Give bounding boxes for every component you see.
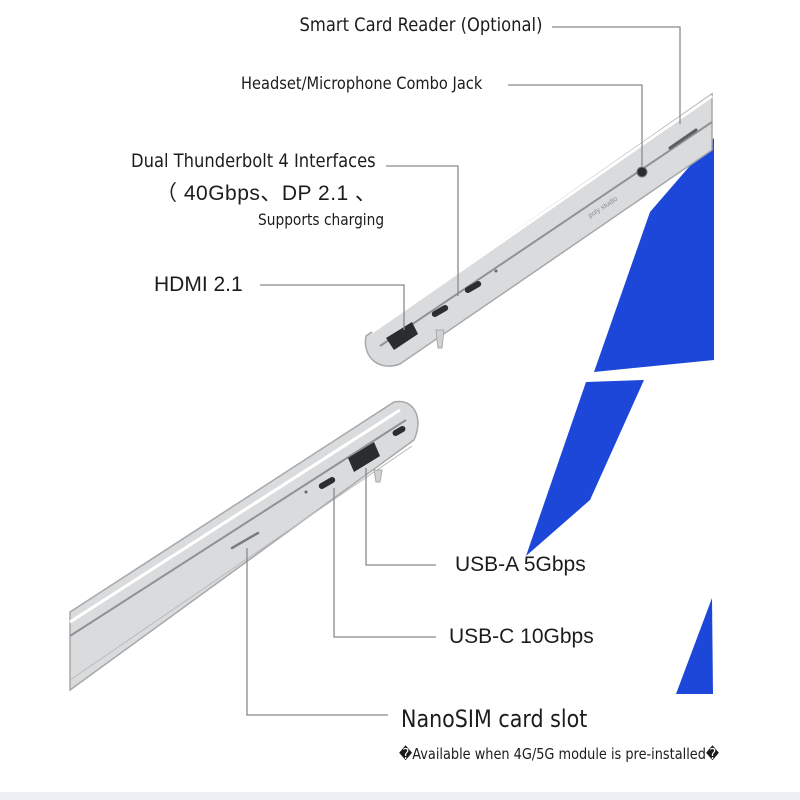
- label-hdmi: HDMI 2.1: [154, 273, 243, 296]
- label-thunderbolt-spec: （ 40Gbps、DP 2.1 、: [156, 182, 377, 205]
- label-usb-c: USB-C 10Gbps: [449, 625, 594, 648]
- label-smart-card-reader: Smart Card Reader (Optional): [299, 14, 542, 36]
- thunderbolt-port-2-icon: [431, 305, 449, 317]
- leader-usb-c: [333, 488, 436, 638]
- label-thunderbolt-title: Dual Thunderbolt 4 Interfaces: [131, 150, 376, 172]
- leader-lines: [246, 26, 681, 716]
- blue-stripe-upper: [594, 138, 714, 372]
- lock-slot-icon: [392, 426, 406, 436]
- usb-c-port-icon: [318, 477, 336, 489]
- bottom-strip: [0, 792, 800, 800]
- chassis-right-highlight: [69, 408, 401, 624]
- led-indicator-icon: [494, 269, 498, 273]
- leader-headset-jack: [508, 84, 643, 166]
- laptop-right-side: [69, 400, 419, 692]
- blue-stripe-lower: [676, 598, 713, 694]
- chassis-right-bottom-line: [69, 445, 413, 681]
- nanosim-slot-icon: [230, 531, 260, 550]
- leader-nanosim: [246, 548, 388, 716]
- blue-stripe-middle: [526, 380, 644, 556]
- hdmi-port-icon: [386, 322, 418, 350]
- chassis-right-seam: [69, 419, 407, 637]
- laptop-foot-right: [373, 469, 383, 483]
- label-usb-a: USB-A 5Gbps: [455, 553, 586, 576]
- led-indicator-right-icon: [304, 490, 308, 494]
- headset-jack-icon: [636, 166, 648, 178]
- chassis-left-seam: [379, 121, 713, 347]
- leader-usb-a: [365, 468, 436, 566]
- usb-a-port-icon: [348, 442, 380, 472]
- leader-hdmi: [260, 284, 405, 330]
- label-headset-jack: Headset/Microphone Combo Jack: [241, 74, 483, 94]
- chassis-left-highlight: [371, 94, 713, 334]
- leader-thunderbolt: [386, 165, 459, 296]
- leader-smart-card: [552, 26, 681, 124]
- blue-accent-shape: [526, 138, 714, 694]
- laptop-foot: [435, 329, 445, 349]
- laptop-left-side: poly studio: [364, 92, 713, 367]
- thunderbolt-port-1-icon: [464, 281, 482, 293]
- smart-card-slot-icon: [668, 128, 698, 150]
- chassis-right-body: [69, 400, 419, 692]
- label-thunderbolt-charging: Supports charging: [258, 210, 385, 229]
- label-nanosim: NanoSIM card slot: [401, 705, 588, 733]
- label-nanosim-note: �Available when 4G/5G module is pre-inst…: [399, 745, 720, 763]
